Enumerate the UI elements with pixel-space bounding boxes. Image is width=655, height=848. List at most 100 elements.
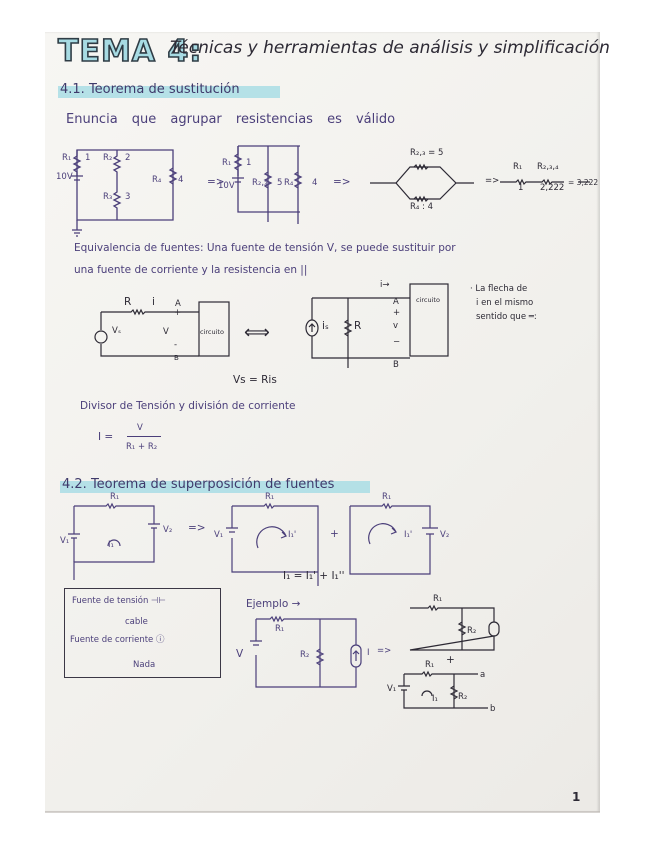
c4-r1-label: R₁ [513,162,523,172]
example-circuit [250,615,362,688]
c4-r234-value: 2,222 [540,183,565,193]
formula-numerator: V [137,423,143,433]
c2-r1-label: R₁ [222,158,232,168]
formula-lhs: I = [98,431,114,443]
c2-source-label: 10V [218,181,235,191]
section-heading-4-2: 4.2. Teorema de superposición de fuentes [62,477,335,492]
ex-bottom-r1-label: R₁ [425,660,435,670]
cc-v2-label: V₂ [440,530,450,540]
left-v-label: V [163,327,169,337]
ex-terminal-b: b [490,704,496,714]
ca-v1-label: V₁ [60,536,70,546]
ex-r2-label: R₂ [300,650,310,660]
note-line-3: sentido que ═: [476,312,537,322]
right-plus: + [393,308,401,318]
source-replacement-box [64,588,221,678]
equivalence-double-arrow: ⟺ [244,322,270,343]
arrow-1: => [207,176,225,188]
note-line-1: · La flecha de [470,284,528,294]
ex-bottom-r2-label: R₂ [458,692,468,702]
legend-current-source: Fuente de corriente ⓘ [70,635,165,645]
c3-top-label: R₂,₃ = 5 [410,148,444,158]
note-line-2: i en el mismo [476,298,534,308]
left-circuit-box-label: circuito [200,328,224,336]
c2-r23-label: R₂,₃ [252,178,268,188]
section-heading-4-1: 4.1. Teorema de sustitución [60,82,240,97]
c1-r4-value: 4 [178,175,184,185]
ex-top-r2-label: R₂ [467,626,477,636]
arrow-2: => [333,176,351,188]
c1-r1-value: 1 [85,153,91,163]
formula-fraction-bar [127,436,161,437]
arrow-3: => [485,176,500,186]
relation-vs-ris: Vs = Ris [233,374,277,386]
circuit-4-diagram [500,178,590,186]
c1-r2-value: 2 [125,153,131,163]
c2-r23-value: 5 [277,178,283,188]
example-top-subcircuit [409,604,500,651]
ex-plus: + [446,654,455,666]
c2-r1-value: 1 [246,158,252,168]
ex-r1-label: R₁ [275,624,285,634]
ex-bottom-loop-label: I₁ [432,694,438,704]
c2-r4-label: R₄ [284,178,294,188]
superposition-sum: I₁ = I₁' + I₁'' [283,570,345,582]
c4-r234-label: R₂,₃,₄ [537,162,559,172]
left-a-label: A [175,299,181,309]
c4-result: = 3,222 [568,178,599,187]
ca-loop-label: I₁ [108,540,114,550]
c1-r3-label: R₃ [103,192,113,202]
cc-loop-label: I₁' [404,530,413,540]
formula-denominator: R₁ + R₂ [126,442,158,452]
ex-bottom-v1-label: V₁ [387,684,397,694]
right-i-label: i→ [380,280,390,290]
ex-top-r1-label: R₁ [433,594,443,604]
left-plus: + [174,308,182,318]
c3-bottom-label: R₄ : 4 [410,202,433,212]
left-source-label: Vₛ [112,326,121,336]
cb-v1-label: V₁ [214,530,224,540]
page-title: Técnicas y herramientas de análisis y si… [170,38,610,58]
cc-r1-label: R₁ [382,492,392,502]
c4-r1-value: 1 [518,183,524,193]
right-circuit-box-label: circuito [416,296,440,304]
c1-r1-label: R₁ [62,153,72,163]
ca-v2-label: V₂ [163,525,173,535]
right-b-label: B [393,360,399,370]
right-source-label: iₛ [322,320,329,332]
heading-highlight [58,86,280,98]
superposition-circuit-b [226,502,319,586]
c1-source-label: 10V [56,172,73,182]
superposition-circuit-c [349,502,438,575]
circuit-2-diagram [232,145,303,224]
example-label: Ejemplo → [246,598,301,610]
right-minus: − [393,337,401,347]
circuit-1-diagram [71,149,178,237]
equivalence-line-1: Equivalencia de fuentes: Una fuente de t… [74,242,456,254]
cb-loop-label: I₁' [288,530,297,540]
current-source-circuit [305,283,449,368]
legend-current-result: Nada [133,660,156,670]
right-v-label: v [393,321,399,331]
notebook-page [45,32,600,812]
legend-voltage-source: Fuente de tensión ⊣⊢ [72,596,166,606]
voltage-source-circuit [94,301,230,357]
divider-heading: Divisor de Tensión y división de corrien… [80,400,296,412]
c2-r4-value: 4 [312,178,318,188]
page-number: 1 [572,790,581,804]
heading-highlight-2 [60,481,370,493]
left-i-label: i [152,296,155,308]
example-bottom-subcircuit [398,670,488,709]
ex-i-label: I [367,648,370,658]
c1-r2-label: R₂ [103,153,113,163]
left-r-label: R [124,296,132,308]
cb-r1-label: R₁ [265,492,275,502]
superposition-arrow: => [188,522,206,534]
superposition-circuit-a [68,502,160,580]
equivalence-line-2: una fuente de corriente y la resistencia… [74,264,308,276]
right-a-label: A [393,297,399,307]
right-r-label: R [354,320,362,332]
legend-voltage-result: cable [125,617,148,627]
c1-r4-label: R₄ [152,175,162,185]
ex-arrow: => [377,646,392,656]
